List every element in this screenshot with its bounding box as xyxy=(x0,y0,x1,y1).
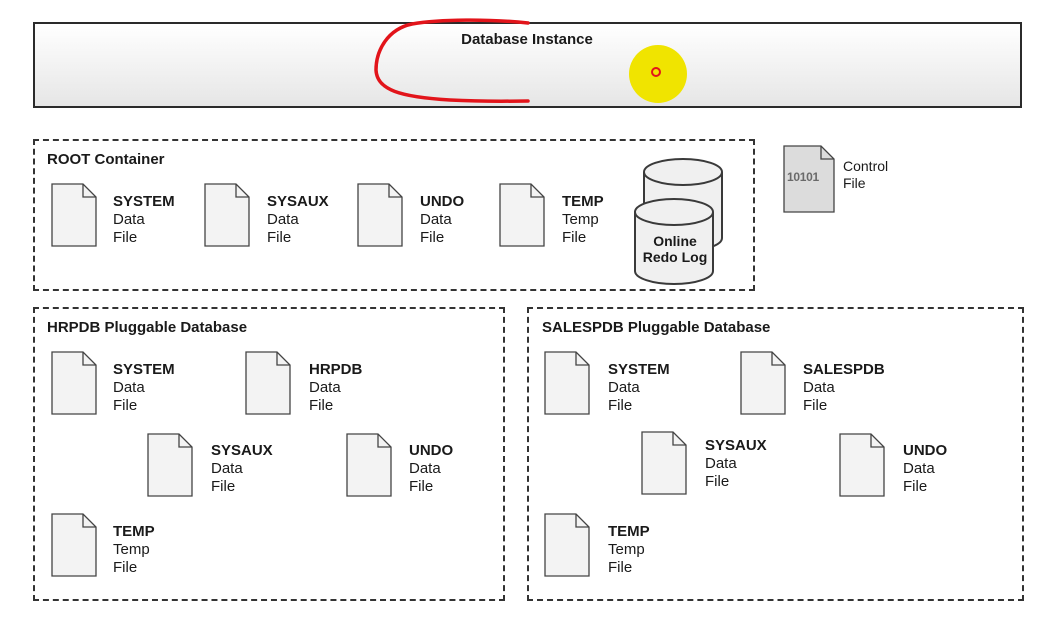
file-type: Temp xyxy=(608,541,645,558)
salespdb-undo-file-label: UNDO Data File xyxy=(903,442,947,496)
file-name: SYSAUX xyxy=(267,193,329,210)
hrpdb-temp-file-label: TEMP Temp File xyxy=(113,523,155,577)
root-container-title: ROOT Container xyxy=(47,151,165,168)
file-type: Temp xyxy=(113,541,150,558)
root-system-file-label: SYSTEM Data File xyxy=(113,193,175,247)
hrpdb-sysaux-file-label: SYSAUX Data File xyxy=(211,442,273,496)
root-undo-file-label: UNDO Data File xyxy=(420,193,464,247)
root-undo-file-icon xyxy=(357,183,403,247)
file-word: File xyxy=(211,478,236,495)
file-name: UNDO xyxy=(409,442,454,459)
file-name: TEMP xyxy=(113,523,155,540)
file-name: HRPDB xyxy=(309,361,363,378)
file-name: SYSAUX xyxy=(211,442,273,459)
file-word: File xyxy=(705,473,730,490)
salespdb-temp-file-icon xyxy=(544,513,590,577)
file-type: Data xyxy=(267,211,299,228)
file-word: File xyxy=(267,229,292,246)
file-type: Data xyxy=(409,460,441,477)
control-file-icon xyxy=(783,145,835,213)
file-word: File xyxy=(113,229,138,246)
file-word: File xyxy=(309,397,334,414)
salespdb-sysaux-file-label: SYSAUX Data File xyxy=(705,437,767,491)
file-name: SYSTEM xyxy=(608,361,670,378)
salespdb-system-file-label: SYSTEM Data File xyxy=(608,361,670,415)
file-type: Data xyxy=(420,211,452,228)
file-type: Temp xyxy=(562,211,599,228)
salespdb-salespdb-file-icon xyxy=(740,351,786,415)
root-sysaux-file-icon xyxy=(204,183,250,247)
file-word: File xyxy=(903,478,928,495)
file-word: File xyxy=(562,229,587,246)
salespdb-salespdb-file-label: SALESPDB Data File xyxy=(803,361,885,415)
root-system-file-icon xyxy=(51,183,97,247)
file-type: Data xyxy=(608,379,640,396)
redo-log-line2: Redo Log xyxy=(642,249,708,265)
file-name: TEMP xyxy=(562,193,604,210)
file-word: File xyxy=(608,559,633,576)
control-file-line2: File xyxy=(843,175,866,191)
file-word: File xyxy=(113,397,138,414)
hrpdb-container-title: HRPDB Pluggable Database xyxy=(47,319,248,336)
red-annotation-stroke xyxy=(374,18,530,103)
file-type: Data xyxy=(803,379,835,396)
root-container xyxy=(33,139,755,291)
file-word: File xyxy=(113,559,138,576)
file-word: File xyxy=(608,397,633,414)
file-name: SALESPDB xyxy=(803,361,885,378)
root-temp-file-icon xyxy=(499,183,545,247)
file-type: Data xyxy=(113,211,145,228)
file-word: File xyxy=(409,478,434,495)
hrpdb-undo-file-icon xyxy=(346,433,392,497)
file-name: UNDO xyxy=(420,193,465,210)
hrpdb-temp-file-icon xyxy=(51,513,97,577)
control-file-bits: 10101 xyxy=(787,170,819,184)
redo-log-label: Online Redo Log xyxy=(633,233,717,265)
file-name: SYSAUX xyxy=(705,437,767,454)
file-type: Data xyxy=(211,460,243,477)
salespdb-system-file-icon xyxy=(544,351,590,415)
control-file-line1: Control xyxy=(843,158,889,174)
file-type: Data xyxy=(309,379,341,396)
file-name: TEMP xyxy=(608,523,650,540)
salespdb-undo-file-icon xyxy=(839,433,885,497)
hrpdb-system-file-label: SYSTEM Data File xyxy=(113,361,175,415)
file-word: File xyxy=(420,229,445,246)
file-name: SYSTEM xyxy=(113,361,175,378)
database-instance-label: Database Instance xyxy=(461,31,593,48)
file-name: SYSTEM xyxy=(113,193,175,210)
file-word: File xyxy=(803,397,828,414)
root-temp-file-label: TEMP Temp File xyxy=(562,193,604,247)
salespdb-container-title: SALESPDB Pluggable Database xyxy=(542,319,771,336)
salespdb-container xyxy=(527,307,1024,601)
hrpdb-hrpdb-file-icon xyxy=(245,351,291,415)
hrpdb-undo-file-label: UNDO Data File xyxy=(409,442,453,496)
file-type: Data xyxy=(705,455,737,472)
cursor-dot-icon xyxy=(651,67,661,77)
hrpdb-sysaux-file-icon xyxy=(147,433,193,497)
hrpdb-container xyxy=(33,307,505,601)
file-type: Data xyxy=(113,379,145,396)
hrpdb-hrpdb-file-label: HRPDB Data File xyxy=(309,361,362,415)
redo-log-line1: Online xyxy=(653,233,697,249)
control-file-label: Control File xyxy=(843,158,888,192)
file-name: UNDO xyxy=(903,442,948,459)
hrpdb-system-file-icon xyxy=(51,351,97,415)
file-type: Data xyxy=(903,460,935,477)
salespdb-temp-file-label: TEMP Temp File xyxy=(608,523,650,577)
root-sysaux-file-label: SYSAUX Data File xyxy=(267,193,329,247)
salespdb-sysaux-file-icon xyxy=(641,431,687,495)
redo-log-cylinders-icon xyxy=(634,158,723,285)
